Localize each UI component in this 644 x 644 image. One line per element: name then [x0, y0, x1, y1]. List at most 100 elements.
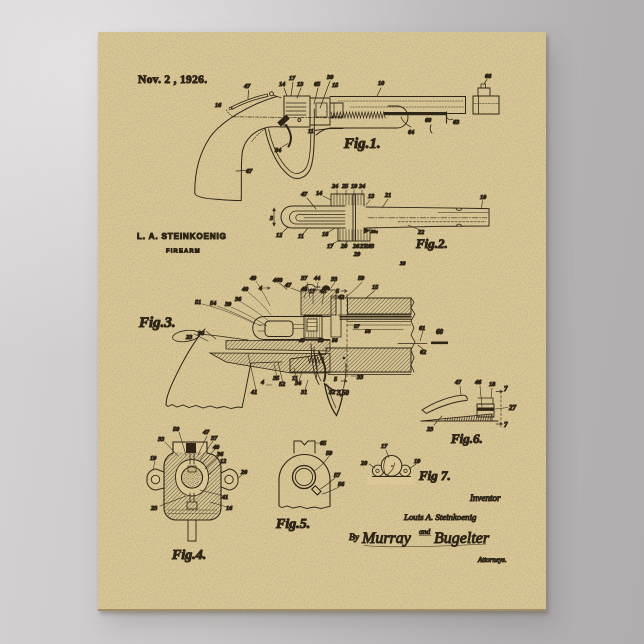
svg-text:L. A. STEINKOENIG: L. A. STEINKOENIG	[137, 232, 227, 241]
svg-text:39: 39	[224, 301, 232, 308]
svg-text:66: 66	[485, 73, 492, 80]
svg-text:45: 45	[298, 338, 305, 344]
svg-text:37: 37	[210, 435, 218, 442]
svg-text:17: 17	[327, 243, 334, 250]
svg-text:24: 24	[358, 183, 365, 190]
svg-text:38: 38	[197, 330, 205, 337]
svg-text:26: 26	[352, 243, 360, 250]
svg-text:61: 61	[419, 325, 425, 332]
svg-text:19: 19	[351, 183, 358, 190]
svg-text:41: 41	[221, 494, 228, 501]
svg-text:58: 58	[365, 329, 371, 335]
svg-text:Fig 7.: Fig 7.	[418, 468, 451, 483]
svg-text:30a: 30a	[370, 229, 379, 234]
svg-text:11: 11	[298, 233, 304, 240]
svg-text:13: 13	[297, 81, 303, 88]
svg-text:59: 59	[358, 275, 365, 282]
svg-text:23: 23	[426, 426, 433, 433]
svg-text:52: 52	[279, 381, 285, 388]
svg-text:and: and	[419, 527, 431, 536]
svg-text:20: 20	[240, 469, 248, 476]
svg-text:15: 15	[332, 82, 338, 89]
svg-text:59: 59	[326, 450, 333, 457]
svg-text:40: 40	[241, 286, 249, 293]
svg-text:36: 36	[234, 296, 242, 303]
svg-text:4: 4	[260, 379, 264, 386]
svg-text:13: 13	[368, 193, 374, 200]
svg-text:Nov. 2 , 1926.: Nov. 2 , 1926.	[138, 74, 207, 86]
svg-text:10: 10	[378, 80, 385, 87]
svg-text:56: 56	[332, 338, 338, 344]
svg-text:Fig.4.: Fig.4.	[171, 548, 206, 563]
svg-text:19: 19	[414, 458, 421, 465]
svg-text:Fig.6.: Fig.6.	[450, 431, 483, 446]
svg-text:42: 42	[337, 294, 344, 301]
svg-text:By: By	[349, 533, 360, 543]
svg-text:21: 21	[384, 192, 391, 199]
svg-text:30: 30	[326, 74, 334, 81]
svg-text:53: 53	[318, 338, 324, 344]
svg-text:54: 54	[210, 300, 216, 307]
svg-text:62: 62	[420, 349, 426, 356]
svg-text:43: 43	[319, 288, 326, 295]
svg-text:34: 34	[294, 380, 301, 387]
svg-text:Murray: Murray	[361, 530, 412, 547]
svg-text:Fig.2.: Fig.2.	[415, 236, 448, 251]
svg-text:50: 50	[173, 426, 180, 433]
svg-text:10: 10	[480, 194, 487, 201]
svg-text:5: 5	[334, 376, 337, 383]
svg-text:18: 18	[489, 381, 496, 388]
svg-text:14: 14	[279, 81, 285, 88]
svg-text:Louis A. Steinkoenig: Louis A. Steinkoenig	[403, 512, 477, 522]
svg-text:19: 19	[150, 455, 157, 462]
svg-text:49: 49	[249, 275, 257, 282]
svg-text:56: 56	[338, 481, 345, 488]
svg-text:Inventor: Inventor	[469, 493, 501, 503]
svg-text:44: 44	[313, 275, 320, 282]
svg-text:27: 27	[359, 243, 367, 250]
svg-text:Fig.1.: Fig.1.	[343, 136, 381, 152]
svg-text:7: 7	[504, 385, 508, 393]
svg-text:47: 47	[454, 379, 462, 386]
svg-text:34: 34	[274, 147, 281, 154]
svg-text:17: 17	[309, 288, 316, 295]
svg-text:12: 12	[220, 458, 226, 465]
svg-text:16: 16	[215, 102, 222, 109]
svg-text:46: 46	[474, 379, 482, 386]
svg-text:35: 35	[272, 375, 279, 382]
svg-text:25: 25	[341, 183, 348, 190]
svg-text:47: 47	[284, 282, 292, 289]
svg-text:48: 48	[300, 286, 308, 293]
svg-text:22: 22	[417, 229, 424, 236]
svg-text:57: 57	[334, 472, 341, 479]
svg-text:27: 27	[508, 404, 517, 412]
svg-text:18: 18	[322, 231, 329, 238]
svg-text:36: 36	[216, 451, 224, 458]
svg-text:3,50: 3,50	[336, 390, 349, 397]
svg-text:FIREARM: FIREARM	[166, 249, 201, 255]
svg-text:33: 33	[356, 374, 363, 381]
svg-text:17: 17	[381, 443, 388, 450]
svg-text:Fig.5.: Fig.5.	[275, 517, 310, 532]
svg-text:3: 3	[269, 216, 273, 222]
svg-text:29: 29	[353, 251, 361, 258]
svg-text:23: 23	[150, 505, 157, 512]
svg-text:31: 31	[300, 389, 307, 396]
svg-text:Fig.3.: Fig.3.	[138, 315, 176, 331]
svg-text:20: 20	[399, 261, 406, 267]
svg-text:41: 41	[250, 389, 257, 396]
svg-text:20: 20	[340, 243, 348, 250]
svg-text:47: 47	[300, 191, 308, 198]
svg-text:11: 11	[292, 375, 298, 382]
svg-text:65: 65	[320, 440, 326, 447]
svg-text:40: 40	[212, 444, 220, 451]
svg-text:5: 5	[336, 288, 339, 295]
svg-text:28: 28	[364, 243, 372, 250]
svg-text:20: 20	[360, 460, 368, 467]
svg-text:15: 15	[372, 284, 378, 291]
svg-text:33: 33	[157, 436, 164, 443]
svg-text:33: 33	[330, 276, 337, 283]
svg-text:60: 60	[436, 328, 444, 336]
svg-text:12: 12	[276, 232, 282, 239]
svg-text:11: 11	[308, 129, 314, 135]
